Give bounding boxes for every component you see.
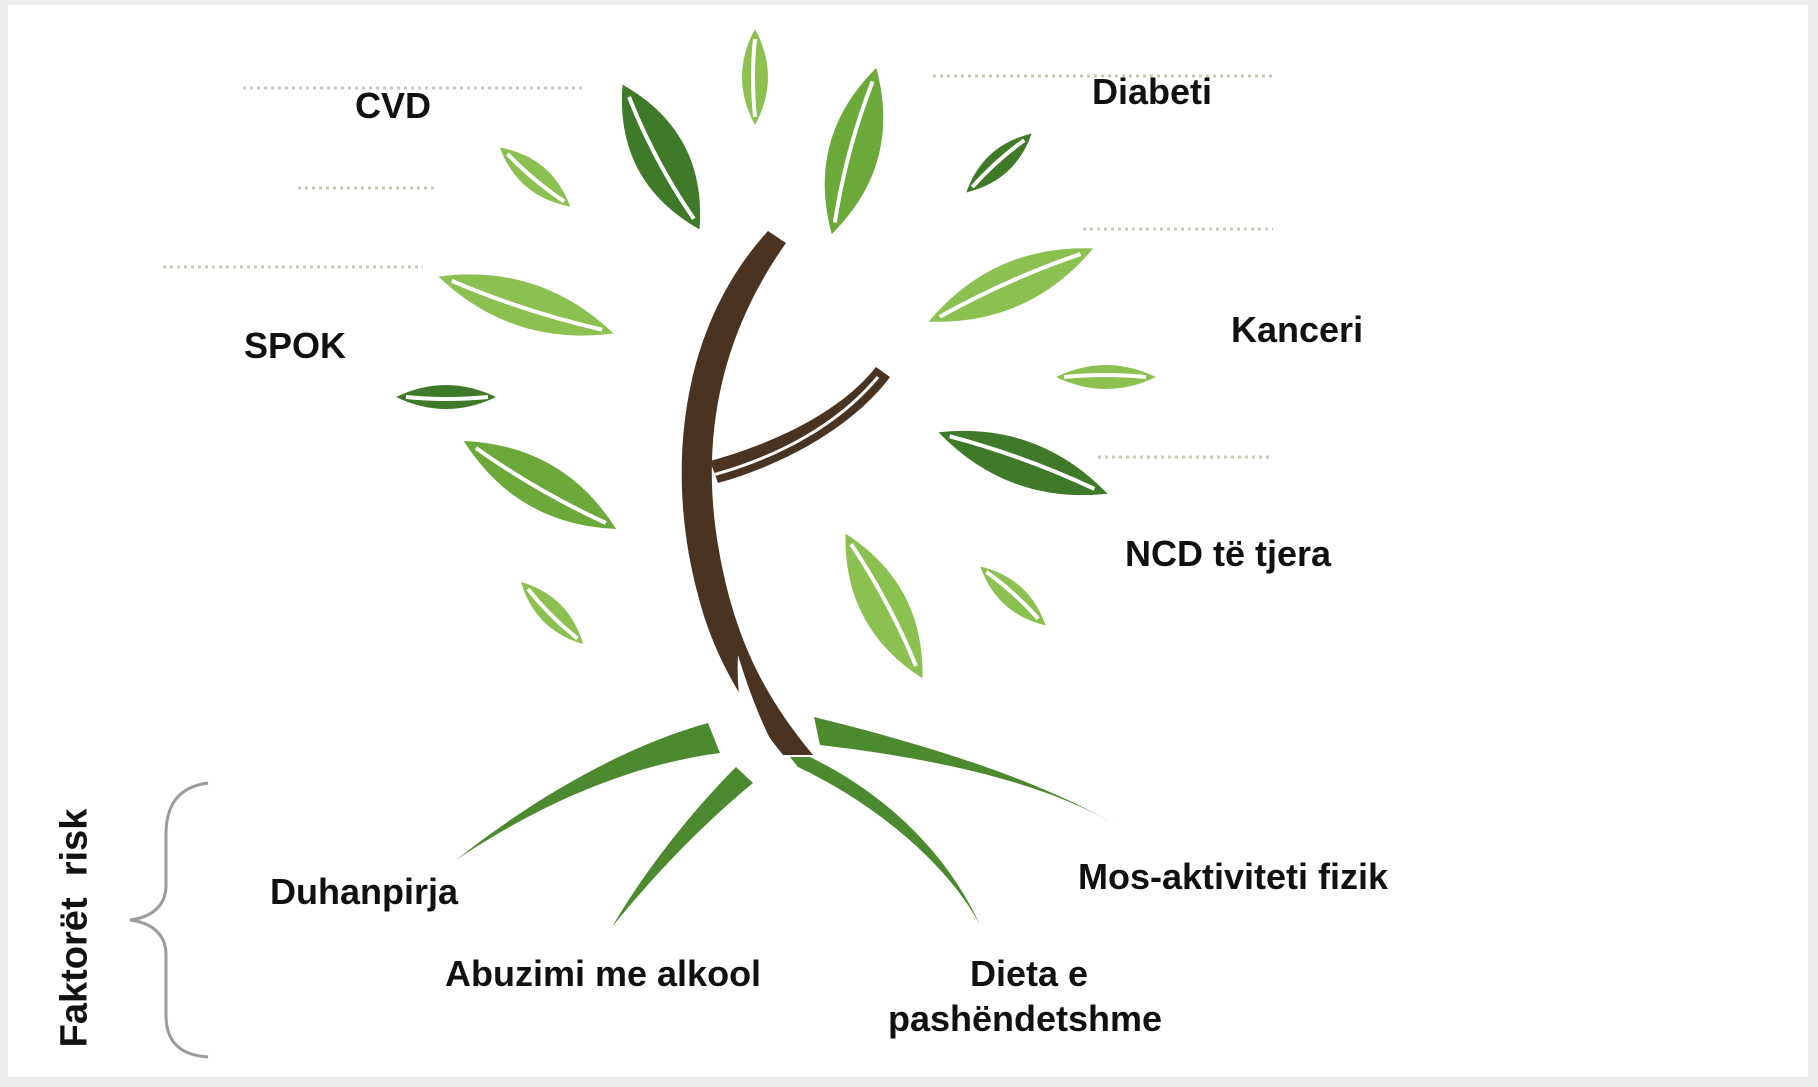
leaf-icon xyxy=(825,523,943,689)
root-left-short xyxy=(612,767,753,927)
branch-shape xyxy=(710,367,890,483)
leaf-shape xyxy=(931,412,1115,515)
leaf-icon xyxy=(972,558,1053,635)
leaf-vein xyxy=(406,397,488,399)
label-aktiviteti: Mos-aktiviteti fizik xyxy=(1078,856,1388,897)
leaf-shape xyxy=(432,256,621,355)
risk-factors-title: Faktorët risk xyxy=(54,809,97,1048)
label-ncd-other: NCD të tjera xyxy=(1125,533,1331,574)
leaf-icon xyxy=(931,412,1115,515)
leaves xyxy=(396,29,1156,689)
leaf-icon xyxy=(1056,365,1156,389)
leaf-icon xyxy=(958,125,1039,202)
root-right-long xyxy=(814,717,1116,825)
leaf-vein xyxy=(1064,375,1146,377)
leaf-shape xyxy=(920,228,1102,341)
leaf-shape xyxy=(825,523,943,689)
leaf-shape xyxy=(452,421,627,549)
leaf-shape xyxy=(808,61,901,240)
root-right-short xyxy=(790,757,980,925)
leaf-icon xyxy=(491,137,578,216)
label-spok: SPOK xyxy=(244,325,346,366)
label-kanceri: Kanceri xyxy=(1231,309,1363,350)
tree-trunk xyxy=(682,231,890,755)
leaf-icon xyxy=(396,385,496,409)
leaf-icon xyxy=(432,256,621,355)
leaf-vein xyxy=(527,589,578,640)
tree-illustration xyxy=(8,5,1808,1077)
label-diabeti: Diabeti xyxy=(1092,71,1212,112)
leaf-icon xyxy=(512,573,591,652)
label-alkool: Abuzimi me alkool xyxy=(445,953,761,994)
trunk-shape xyxy=(682,231,813,755)
label-cvd: CVD xyxy=(355,85,431,126)
label-dieta-line2: pashëndetshme xyxy=(888,998,1162,1039)
leaf-icon xyxy=(920,228,1102,341)
leaf-shape xyxy=(600,72,723,241)
leaf-icon xyxy=(600,72,723,241)
leaf-icon xyxy=(808,61,901,240)
diagram-canvas: CVD Diabeti SPOK Kanceri NCD të tjera Fa… xyxy=(8,5,1808,1077)
leaf-vein xyxy=(753,39,755,117)
leaf-vein xyxy=(971,139,1024,187)
leaf-icon xyxy=(742,29,768,125)
label-dieta-line1: Dieta e xyxy=(970,953,1088,994)
leaf-icon xyxy=(452,421,627,549)
leaf-vein xyxy=(986,570,1039,618)
curly-brace xyxy=(130,783,208,1057)
label-duhanpirja: Duhanpirja xyxy=(270,871,458,912)
